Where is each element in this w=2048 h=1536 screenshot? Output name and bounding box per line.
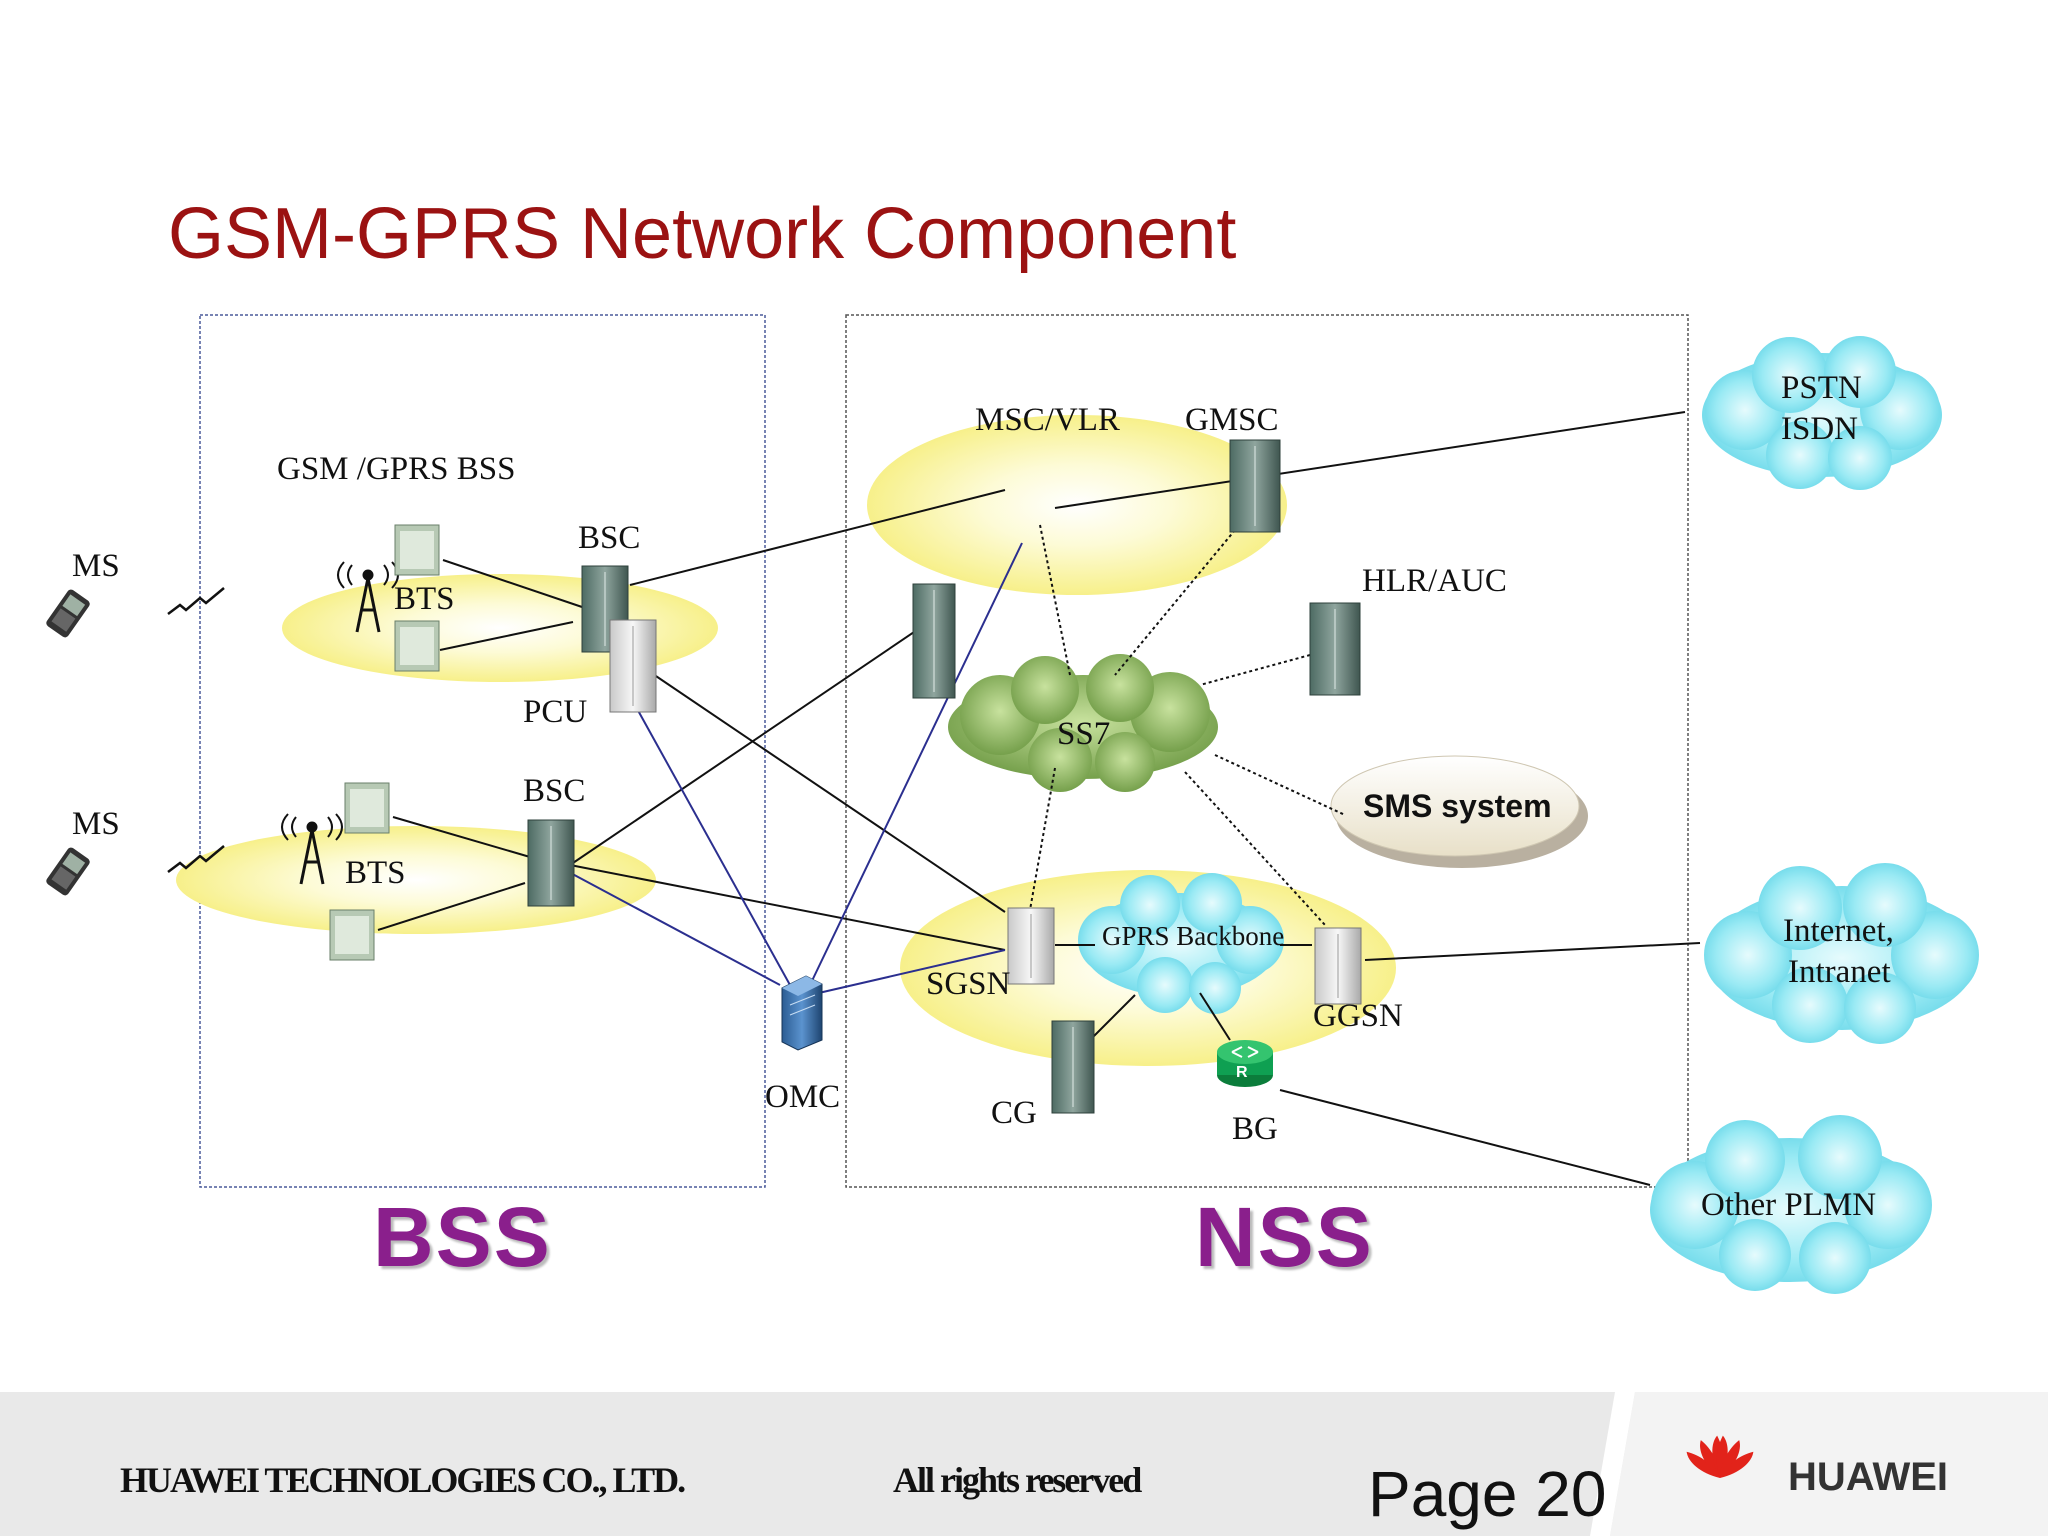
gmsc-cabinet-icon	[1229, 439, 1281, 533]
radio-link-bottom-icon	[167, 845, 225, 873]
bsc-bottom-cabinet-icon	[527, 819, 575, 907]
other-plmn-cloud	[1650, 1115, 1932, 1294]
sms-system-label: SMS system	[1363, 788, 1552, 824]
msc-vlr-label: MSC/VLR	[975, 402, 1120, 438]
omc-server-icon	[781, 975, 823, 1051]
page-number: Page 20	[1368, 1458, 1607, 1530]
ms-bottom-phone-icon	[46, 847, 90, 896]
nss-region-title: NSS	[1195, 1190, 1374, 1284]
sgsn-cabinet-icon	[1007, 907, 1055, 985]
intranet-label: Intranet	[1788, 954, 1891, 990]
gmsc-label: GMSC	[1185, 402, 1279, 438]
omc-links	[564, 542, 1023, 996]
pcu-label: PCU	[523, 694, 588, 730]
bts-panel-1-icon	[394, 524, 440, 576]
ms-top-label: MS	[72, 548, 120, 584]
internet-label: Internet,	[1783, 913, 1894, 949]
pstn-isdn-cloud	[1702, 336, 1942, 490]
router-glyph: R	[1236, 1064, 1248, 1081]
ss7-cloud	[948, 654, 1218, 792]
other-plmn-label: Other PLMN	[1701, 1187, 1877, 1223]
slide-title: GSM-GPRS Network Component	[168, 194, 1237, 274]
footer-divider	[1590, 1392, 1635, 1536]
isdn-label: ISDN	[1781, 411, 1859, 447]
bss-group-label: GSM /GPRS BSS	[277, 451, 516, 487]
bts-panel-3-icon	[344, 782, 390, 834]
signaling-links	[1029, 524, 1346, 926]
solid-links	[377, 411, 1701, 1186]
footer-company: HUAWEI TECHNOLOGIES CO., LTD.	[120, 1460, 686, 1500]
nss-region-box	[845, 314, 1689, 1188]
huawei-logo-icon	[1686, 1435, 1754, 1478]
radio-link-top-icon	[167, 587, 225, 615]
cg-cabinet-icon	[1051, 1020, 1095, 1114]
huawei-brand-text: HUAWEI	[1788, 1455, 1948, 1499]
antenna-bottom-icon	[281, 813, 343, 885]
bts-top-label: BTS	[394, 581, 455, 617]
ms-bottom-label: MS	[72, 806, 120, 842]
sgsn-label: SGSN	[926, 966, 1011, 1002]
bss-region-box	[199, 314, 766, 1188]
bts-bottom-label: BTS	[345, 855, 406, 891]
hlr-auc-label: HLR/AUC	[1362, 563, 1507, 599]
bss-region-title: BSS	[373, 1190, 552, 1284]
pstn-label: PSTN	[1781, 370, 1862, 406]
ggsn-cabinet-icon	[1314, 927, 1362, 1005]
cg-label: CG	[991, 1095, 1037, 1131]
gprs-backbone-label: GPRS Backbone	[1102, 921, 1285, 951]
bts-panel-4-icon	[329, 909, 375, 961]
bts-panel-2-icon	[394, 620, 440, 672]
bg-router-icon	[1217, 1040, 1273, 1087]
bsc-top-label: BSC	[578, 520, 641, 556]
pcu-cabinet-icon	[609, 619, 657, 713]
antenna-top-icon	[337, 561, 399, 633]
bsc-bottom-label: BSC	[523, 773, 586, 809]
omc-label: OMC	[765, 1079, 841, 1115]
sms-system-oval	[1330, 755, 1580, 857]
bg-label: BG	[1232, 1111, 1278, 1147]
ss7-label: SS7	[1057, 716, 1111, 752]
msc-cabinet-icon	[912, 583, 956, 699]
ggsn-label: GGSN	[1313, 998, 1403, 1034]
gprs-backbone-cloud	[1078, 873, 1284, 1014]
hlr-auc-cabinet-icon	[1309, 602, 1361, 696]
footer-rights: All rights reserved	[893, 1460, 1142, 1500]
internet-cloud	[1704, 863, 1979, 1044]
ms-top-phone-icon	[46, 589, 90, 638]
